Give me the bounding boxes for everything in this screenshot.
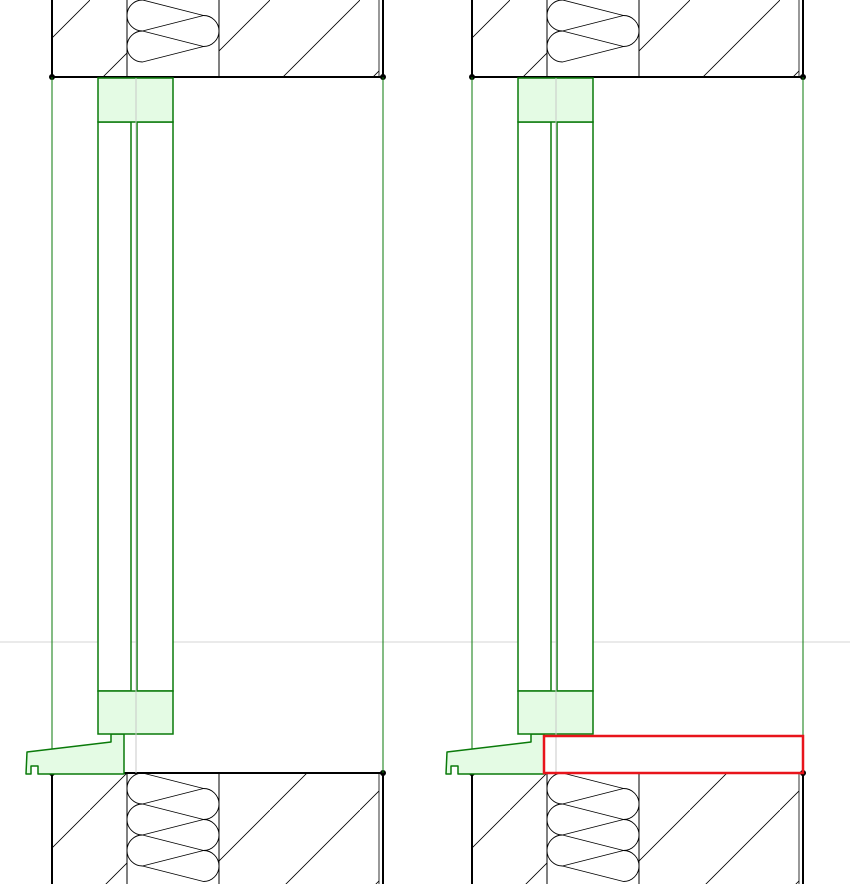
wall-hatch-outer (472, 0, 547, 77)
wall-hatch-inner (219, 773, 379, 884)
window-sill[interactable] (25, 733, 125, 775)
wall-hatch-outer (472, 773, 547, 884)
insulation-hatch (126, 0, 220, 63)
wall-hatch-outer (52, 773, 127, 884)
sash-inner[interactable] (136, 121, 174, 692)
sash-inner[interactable] (556, 121, 594, 692)
window-section-left[interactable] (25, 0, 386, 884)
wall-hatch-outer (52, 0, 127, 77)
sash-outer[interactable] (97, 121, 132, 692)
insulation-hatch (546, 0, 640, 63)
wall-hatch-inner (219, 0, 379, 77)
selected-interior-sill-board[interactable] (542, 734, 805, 775)
wall-hatch-inner (639, 0, 799, 77)
window-section-right[interactable] (445, 0, 806, 884)
sash-outer[interactable] (517, 121, 552, 692)
insulation-hatch (126, 772, 220, 882)
wall-hatch-inner (639, 773, 799, 884)
insulation-hatch (546, 772, 640, 882)
window-sill[interactable] (445, 733, 545, 775)
